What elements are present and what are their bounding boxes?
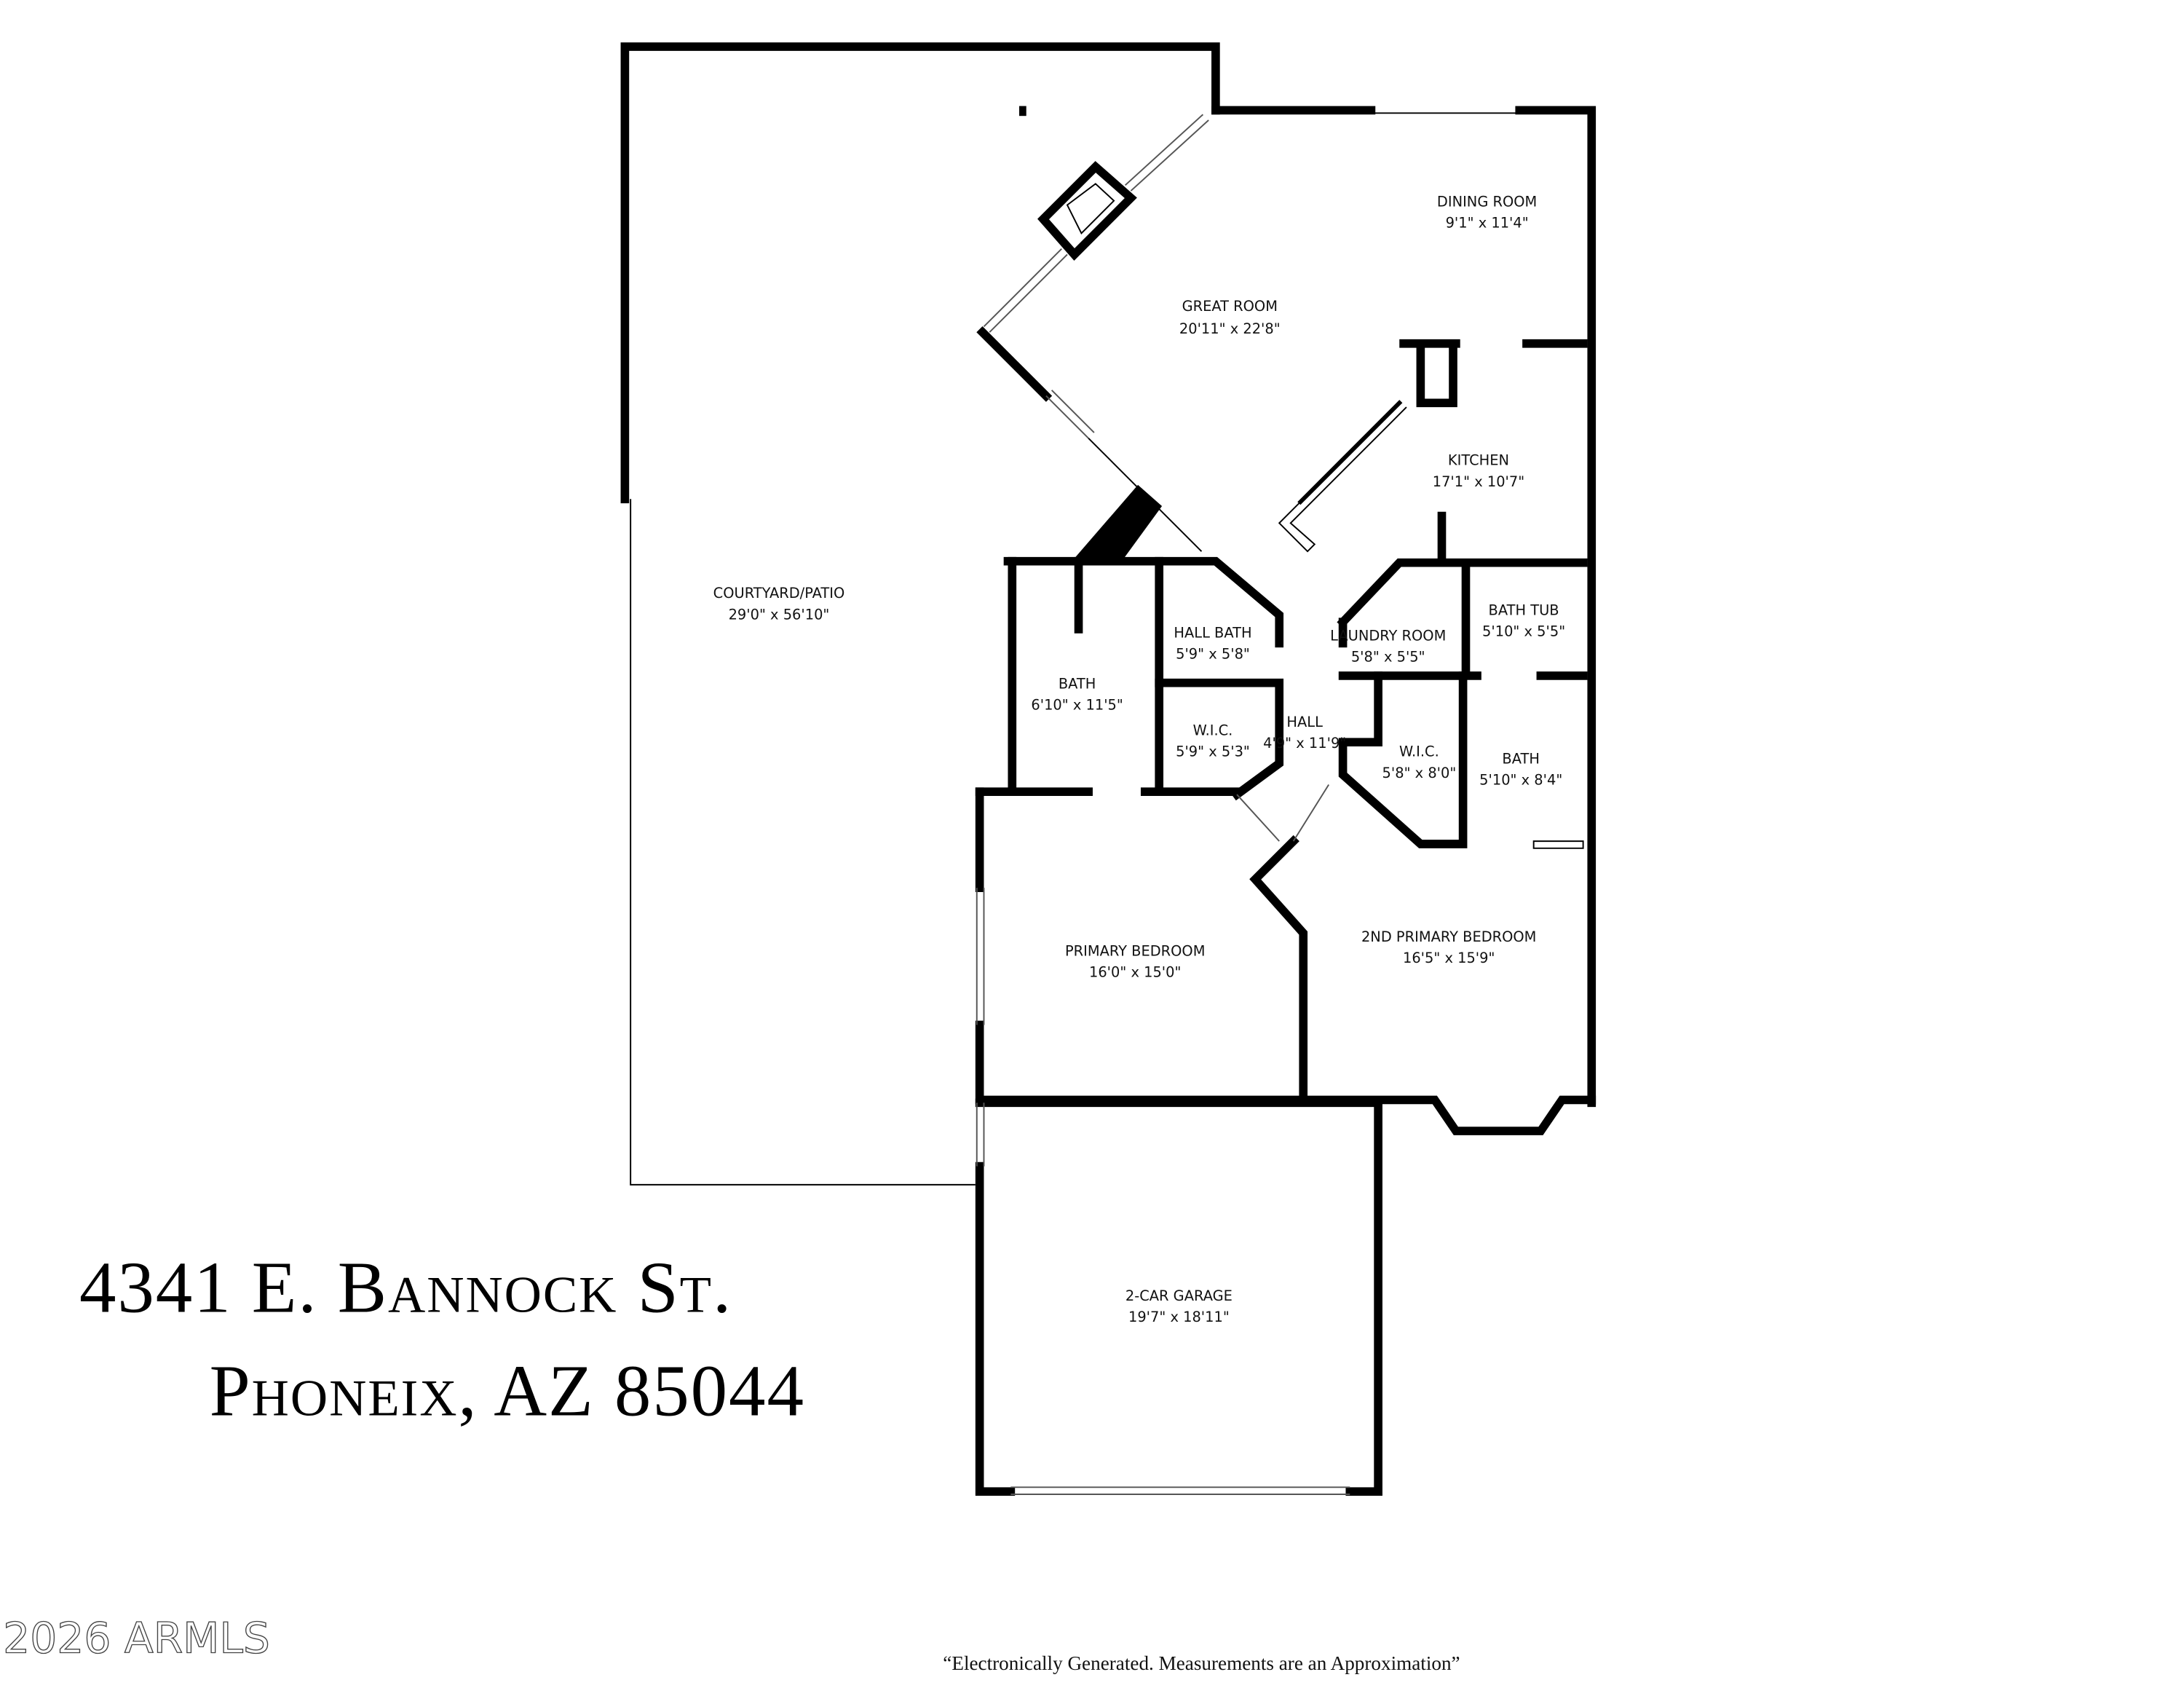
room-name-wic: W.I.C. [1193,722,1233,739]
disclaimer: “Electronically Generated. Measurements … [943,1652,1460,1674]
room-name-bath-tub: BATH TUB [1489,602,1559,618]
room-labels: COURTYARD/PATIO 29'0" x 56'10" DINING RO… [713,193,1565,1325]
room-name-laundry: LAUNDRY ROOM [1330,627,1446,644]
room-dims-courtyard: 29'0" x 56'10" [729,606,830,623]
room-dims-hall: 4'9" x 11'9" [1263,735,1346,752]
room-name-wic-2: W.I.C. [1399,744,1439,760]
room-dims-laundry: 5'8" x 5'5" [1351,649,1425,666]
address-line-1: 4341 E. Bannock St. [79,1247,732,1328]
room-name-garage: 2-CAR GARAGE [1125,1287,1233,1304]
room-dims-wic-2: 5'8" x 8'0" [1382,765,1457,781]
room-name-primary-2: 2ND PRIMARY BEDROOM [1361,928,1536,945]
room-name-kitchen: KITCHEN [1448,452,1509,469]
room-name-hall: HALL [1286,714,1323,730]
room-name-primary: PRIMARY BEDROOM [1065,942,1206,959]
address-line-2: Phoneix, AZ 85044 [210,1349,805,1431]
room-name-dining: DINING ROOM [1437,193,1537,210]
room-dims-garage: 19'7" x 18'11" [1128,1309,1230,1325]
room-name-bath-2: BATH [1502,750,1540,767]
room-dims-dining: 9'1" x 11'4" [1446,215,1529,232]
room-dims-bath-tub: 5'10" x 5'5" [1482,623,1565,640]
room-dims-great: 20'11" x 22'8" [1179,320,1281,337]
room-dims-bath: 6'10" x 11'5" [1031,697,1123,714]
room-name-bath: BATH [1059,675,1096,692]
room-dims-primary: 16'0" x 15'0" [1089,963,1181,980]
fireplace [1037,161,1137,261]
room-dims-hall-bath: 5'9" x 5'8" [1176,646,1250,663]
watermark: 2026 ARMLS [3,1613,270,1663]
room-dims-bath-2: 5'10" x 8'4" [1479,771,1562,788]
walls [620,42,1597,1496]
room-dims-kitchen: 17'1" x 10'7" [1433,473,1524,490]
room-name-courtyard: COURTYARD/PATIO [713,585,845,602]
room-dims-primary-2: 16'5" x 15'9" [1403,950,1495,966]
room-name-great: GREAT ROOM [1182,298,1278,315]
room-name-hall-bath: HALL BATH [1174,625,1251,642]
room-dims-wic: 5'9" x 5'3" [1176,744,1250,760]
